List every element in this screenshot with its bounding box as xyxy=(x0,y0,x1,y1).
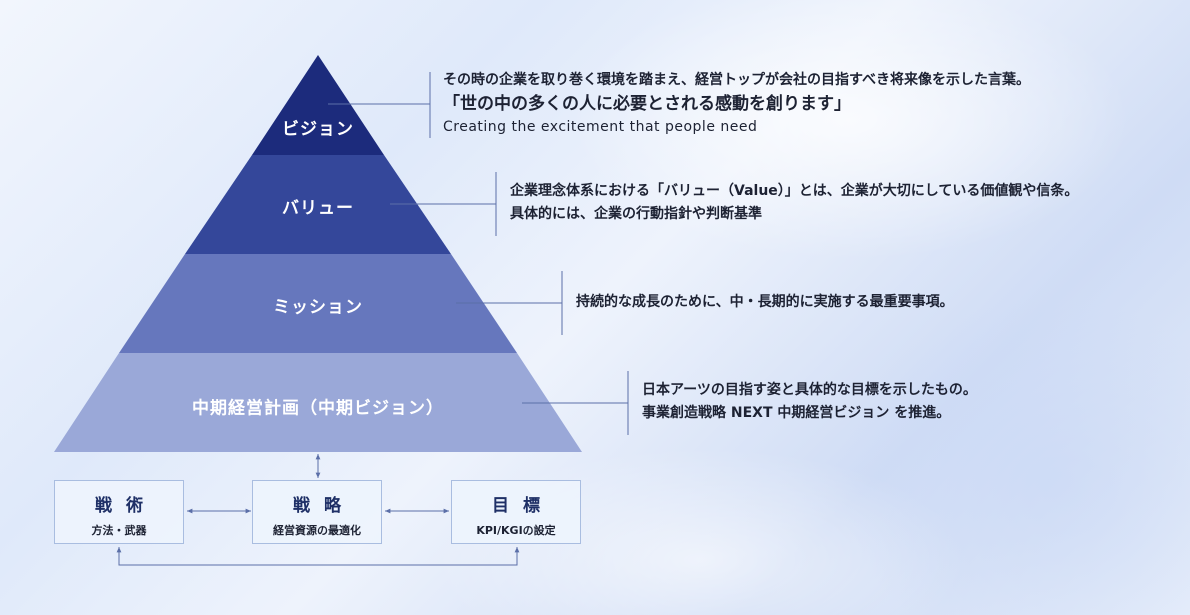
value-description: 企業理念体系における「バリュー（Value）」とは、企業が大切にしている価値観や… xyxy=(510,180,1078,226)
plan-description-line1: 日本アーツの目指す姿と具体的な目標を示したもの。 xyxy=(642,382,977,398)
goal-subtitle: KPI/KGIの設定 xyxy=(476,524,556,537)
vision-motto: 「世の中の多くの人に必要とされる感動を創ります」 xyxy=(443,94,851,114)
plan-description: 日本アーツの目指す姿と具体的な目標を示したもの。 事業創造戦略 NEXT 中期経… xyxy=(642,379,977,425)
tactics-title: 戦術 xyxy=(95,496,157,516)
strategy-subtitle: 経営資源の最適化 xyxy=(273,524,361,537)
arrow-tactics-goal xyxy=(116,547,520,566)
pyramid-tier-plan xyxy=(54,353,582,452)
goal-title: 目標 xyxy=(492,496,554,516)
tier-label-vision: ビジョン xyxy=(282,119,354,140)
value-description-line1: 企業理念体系における「バリュー（Value）」とは、企業が大切にしている価値観や… xyxy=(510,183,1079,199)
strategy-title: 戦略 xyxy=(293,496,355,516)
pyramid-tier-value xyxy=(185,155,451,254)
tier-label-value: バリュー xyxy=(282,198,354,219)
vision-description: その時の企業を取り巻く環境を踏まえ、経営トップが会社の目指すべき将来像を示した言… xyxy=(443,69,1030,139)
vision-description-text: その時の企業を取り巻く環境を踏まえ、経営トップが会社の目指すべき将来像を示した言… xyxy=(443,72,1031,88)
pyramid-tier-mission xyxy=(119,254,517,353)
tier-label-plan: 中期経営計画（中期ビジョン） xyxy=(192,398,444,419)
tier-label-mission: ミッション xyxy=(273,297,363,318)
tactics-subtitle: 方法・武器 xyxy=(91,524,147,537)
tactics-box: 戦術 方法・武器 xyxy=(54,480,184,544)
pyramid-tier-vision xyxy=(252,55,384,155)
vision-english: Creating the excitement that people need xyxy=(443,119,758,135)
value-description-line2: 具体的には、企業の行動指針や判断基準 xyxy=(510,206,762,222)
mission-description: 持続的な成長のために、中・長期的に実施する最重要事項。 xyxy=(576,291,954,314)
plan-description-line2: 事業創造戦略 NEXT 中期経営ビジョン を推進。 xyxy=(642,405,951,421)
goal-box: 目標 KPI/KGIの設定 xyxy=(451,480,581,544)
strategy-box: 戦略 経営資源の最適化 xyxy=(252,480,382,544)
mission-description-line1: 持続的な成長のために、中・長期的に実施する最重要事項。 xyxy=(576,294,954,310)
